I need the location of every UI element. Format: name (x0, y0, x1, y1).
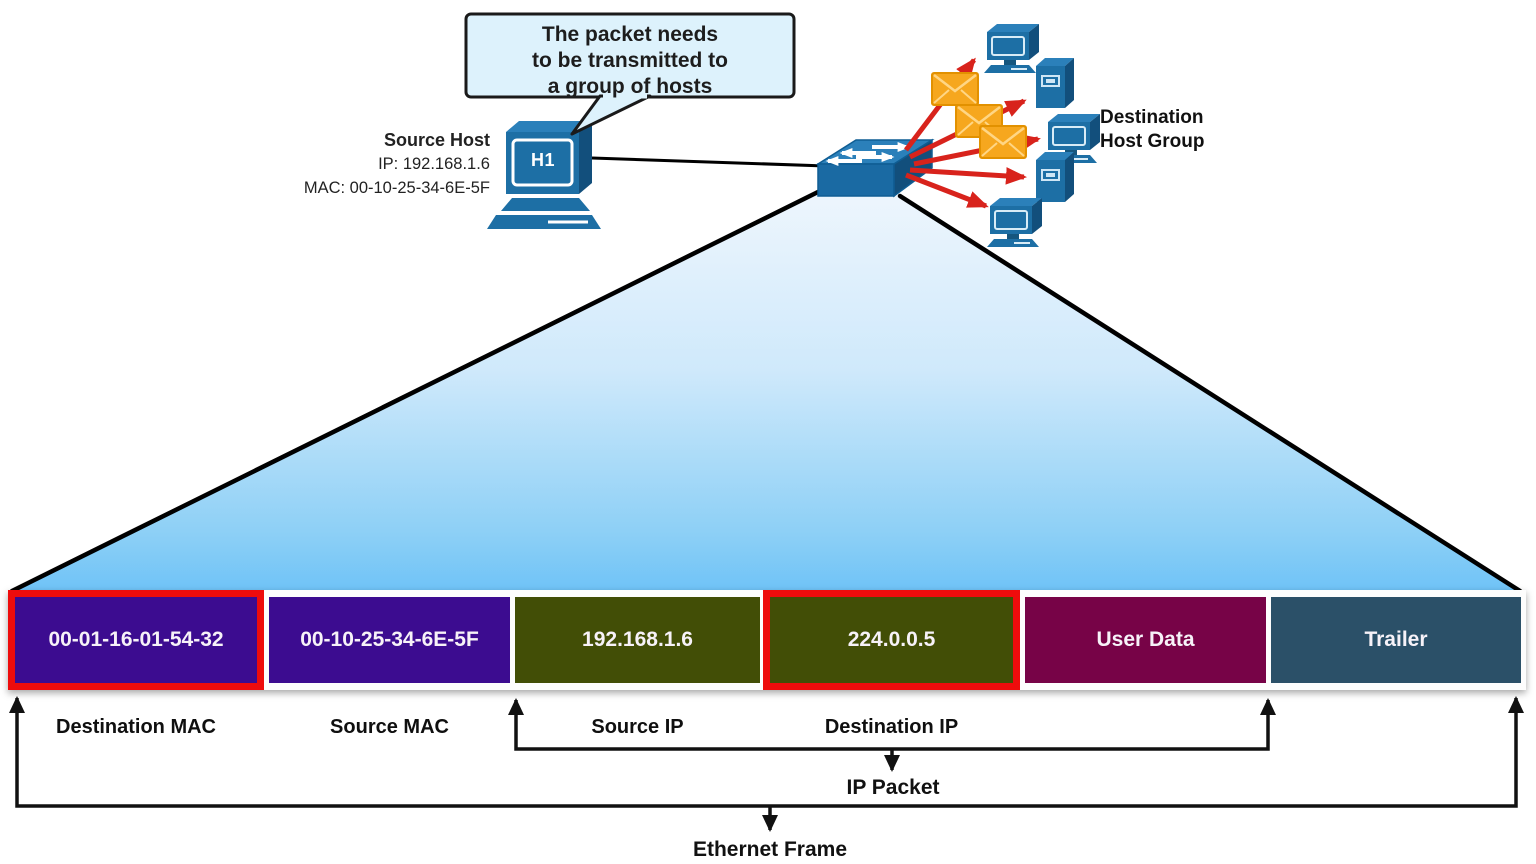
frame-field-value: 00-01-16-01-54-32 (48, 628, 224, 651)
envelope-icon (978, 124, 1028, 160)
destination-group-line: Destination (1100, 107, 1204, 128)
speech-bubble-line: The packet needs (541, 23, 719, 46)
frame-field-destination-mac: 00-01-16-01-54-32 (8, 590, 264, 690)
source-host-mac: MAC: 00-10-25-34-6E-5F (303, 179, 490, 197)
speech-bubble-text: The packet needs to be transmitted to a … (470, 22, 790, 100)
frame-field-value: 192.168.1.6 (582, 628, 693, 651)
frame-field-value: Trailer (1364, 628, 1428, 651)
frame-field-label-source-ip: Source IP (591, 716, 684, 738)
pc-icon (986, 197, 1043, 248)
frame-field-value: 224.0.0.5 (847, 628, 936, 651)
speech-bubble-line: to be transmitted to (531, 49, 728, 72)
red-arrow (905, 172, 989, 209)
server-icon (1035, 151, 1075, 203)
source-host-device-label: H1 (530, 150, 555, 170)
frame-field-destination-ip: 224.0.0.5 (763, 590, 1020, 690)
frame-field-source-ip: 192.168.1.6 (515, 597, 760, 683)
destination-host-group-label: Destination Host Group (1100, 106, 1280, 154)
frame-field-label-destination-mac: Destination MAC (56, 716, 216, 738)
host-switch-link (591, 156, 827, 168)
server-icon (1035, 57, 1075, 109)
envelope-icon (930, 71, 980, 107)
source-host-title: Source Host (383, 130, 490, 150)
funnel (9, 187, 1523, 594)
pc-icon (983, 23, 1040, 74)
speech-bubble-line: a group of hosts (547, 75, 713, 98)
frame-field-label-destination-ip: Destination IP (824, 716, 959, 738)
frame-field-label-source-mac: Source MAC (330, 716, 449, 738)
source-host-info: Source Host IP: 192.168.1.6 MAC: 00-10-2… (240, 128, 490, 200)
frame-field-value: User Data (1096, 628, 1195, 651)
ip-packet-label: IP Packet (846, 776, 940, 799)
frame-field-value: 00-10-25-34-6E-5F (300, 628, 479, 651)
speech-bubble (464, 12, 796, 136)
red-arrow (909, 167, 1027, 185)
ethernet-frame-label: Ethernet Frame (692, 838, 848, 861)
frame-field-source-mac: 00-10-25-34-6E-5F (269, 597, 510, 683)
destination-group-line: Host Group (1100, 131, 1205, 152)
ip-packet-bracket (508, 698, 1276, 772)
source-host-icon (487, 121, 601, 229)
ethernet-frame-bracket (9, 696, 1524, 832)
frame-field-trailer: Trailer (1271, 597, 1521, 683)
frame-field-user-data: User Data (1025, 597, 1266, 683)
source-host-ip: IP: 192.168.1.6 (378, 155, 490, 173)
